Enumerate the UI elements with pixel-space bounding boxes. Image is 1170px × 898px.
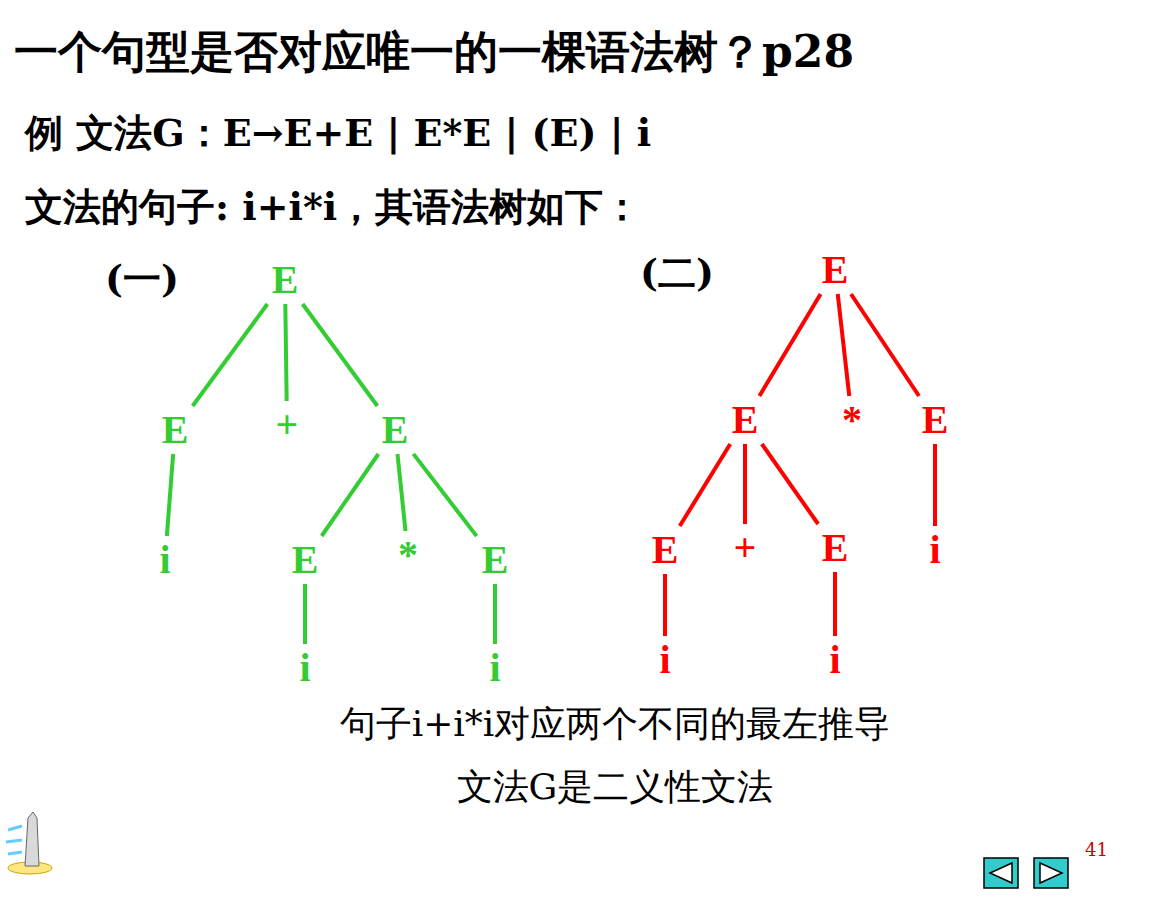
symbol-text: * xyxy=(842,397,862,442)
tree-symbol: E xyxy=(290,539,321,581)
symbol-text: i xyxy=(929,527,940,572)
tree-branch xyxy=(680,444,730,526)
symbol-text: E xyxy=(732,397,759,442)
grammar-rule: 例 文法G：E→E+E | E*E | (E) | i xyxy=(25,112,651,154)
tree-branch xyxy=(851,294,919,396)
symbol-text: i xyxy=(829,637,840,682)
symbol-text: E xyxy=(822,525,849,570)
symbol-text: E xyxy=(652,527,679,572)
tree-symbol: + xyxy=(732,527,759,569)
symbol-text: E xyxy=(482,537,509,582)
monument-icon xyxy=(6,812,52,874)
symbol-text: + xyxy=(276,402,299,447)
tree-symbol: i xyxy=(487,647,502,689)
tree-symbol: E xyxy=(650,529,681,571)
tree-branch xyxy=(933,444,937,526)
tree-symbol: E xyxy=(820,527,851,569)
symbol-text: + xyxy=(734,525,757,570)
symbol-text: i xyxy=(489,645,500,690)
tree-symbol: E xyxy=(480,539,511,581)
tree-branch xyxy=(397,454,405,531)
tree-symbol: i xyxy=(927,529,942,571)
tree-symbol: E xyxy=(820,249,851,291)
tree-symbol: i xyxy=(157,539,172,581)
symbol-text: E xyxy=(292,537,319,582)
tree-symbol: i xyxy=(297,647,312,689)
symbol-text: E xyxy=(822,247,849,292)
tree-symbol: E xyxy=(270,259,301,301)
nav-buttons xyxy=(984,858,1068,888)
slide-title: 一个句型是否对应唯一的一棵语法树？p28 xyxy=(14,28,854,76)
tree-branch xyxy=(762,444,818,524)
symbol-text: E xyxy=(272,257,299,302)
tree-symbol: i xyxy=(657,639,672,681)
tree-symbol: * xyxy=(396,534,420,576)
symbol-text: E xyxy=(382,407,409,452)
symbol-text: E xyxy=(162,407,189,452)
symbol-text: i xyxy=(159,537,170,582)
symbol-text: E xyxy=(922,397,949,442)
tree-branch xyxy=(167,454,173,536)
tree-branch xyxy=(663,574,667,636)
tree-branch xyxy=(493,584,497,644)
tree-symbol: E xyxy=(920,399,951,441)
tree-branch xyxy=(303,584,307,644)
tree-branch xyxy=(303,304,378,406)
tree-symbol: E xyxy=(160,409,191,451)
symbol-text: i xyxy=(299,645,310,690)
tree-symbol: E xyxy=(380,409,411,451)
tree-symbol: + xyxy=(274,404,301,446)
tree-branch xyxy=(413,454,476,536)
tree-branch xyxy=(759,294,820,396)
tree-branch xyxy=(285,304,286,401)
caption-line: 文法G是二义性文法 xyxy=(457,767,774,807)
tree-branch xyxy=(193,304,268,406)
tree-symbol: E xyxy=(730,399,761,441)
tree-branch xyxy=(838,294,850,396)
page-number: 41 xyxy=(1085,840,1108,860)
tree-branch xyxy=(743,444,747,524)
symbol-text: i xyxy=(659,637,670,682)
tree-label: (一) xyxy=(105,258,179,300)
tree-symbol: i xyxy=(827,639,842,681)
tree-label: (二) xyxy=(640,252,714,294)
tree-symbol: * xyxy=(840,399,864,441)
tree-branch xyxy=(833,572,837,636)
sentence-note: 文法的句子: i+i*i，其语法树如下： xyxy=(25,186,641,228)
symbol-text: * xyxy=(398,532,418,577)
tree-branch xyxy=(322,454,379,536)
caption-line: 句子i+i*i对应两个不同的最左推导 xyxy=(340,704,891,744)
